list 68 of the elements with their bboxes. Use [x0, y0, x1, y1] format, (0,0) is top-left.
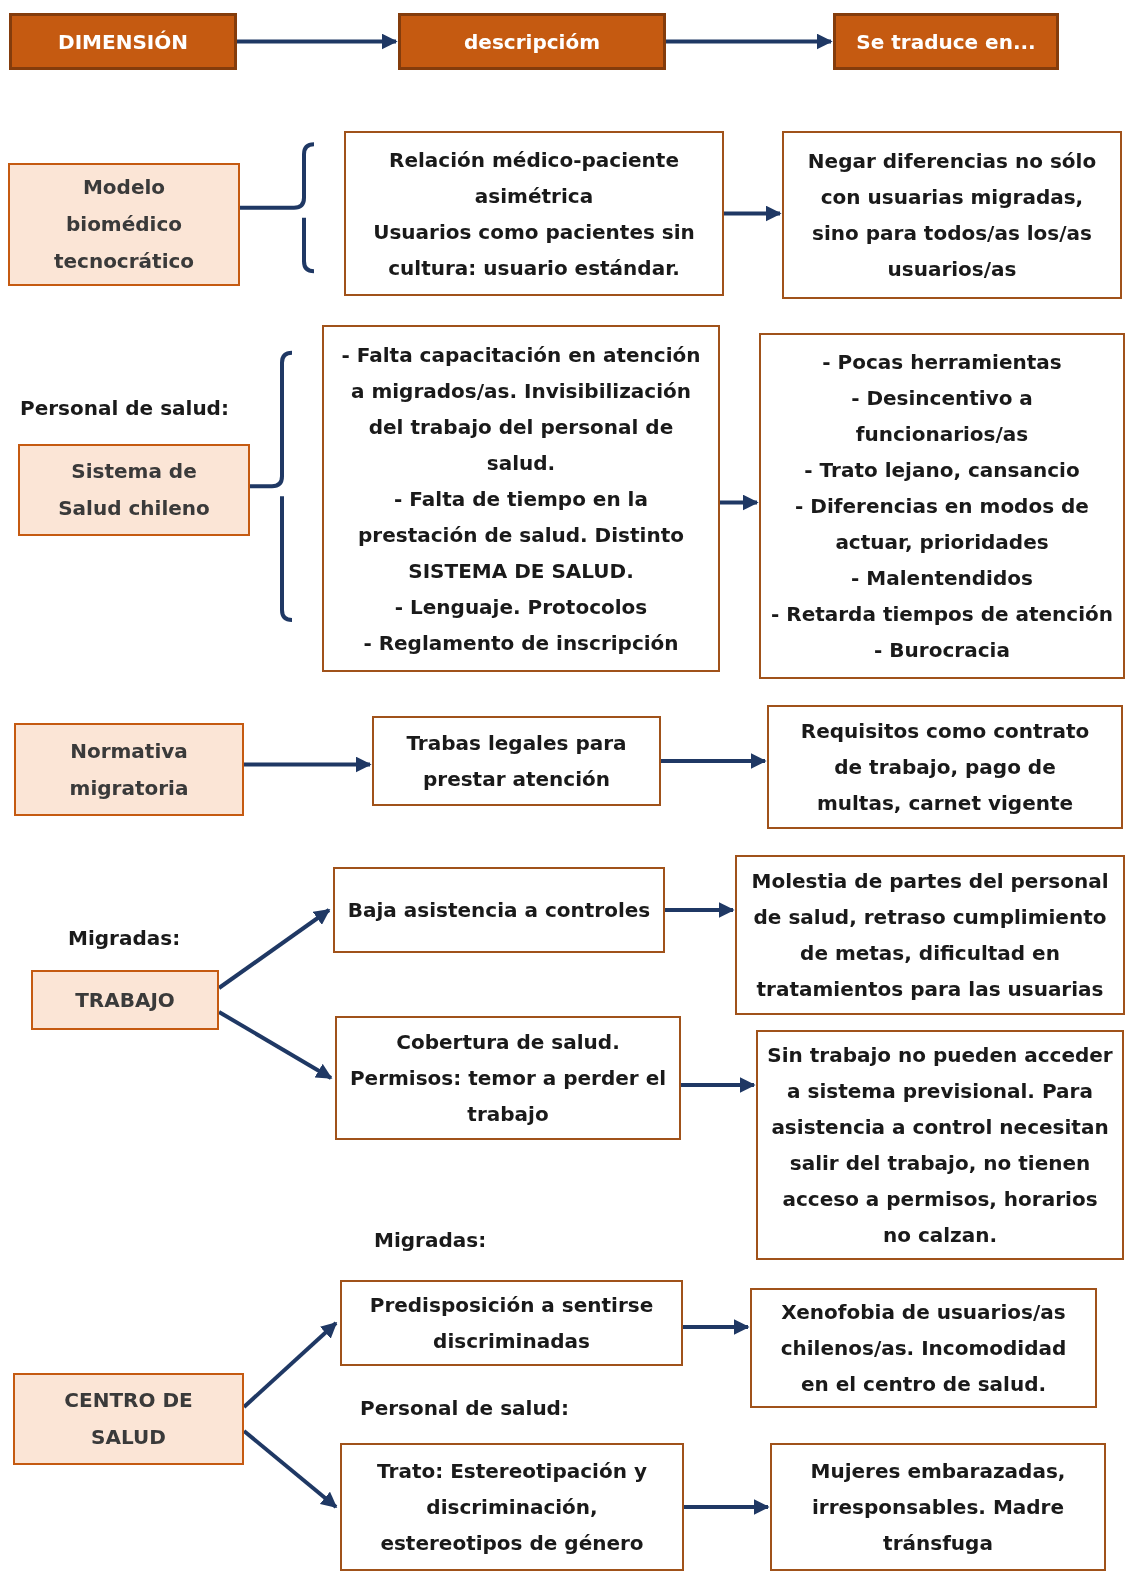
box-text: Baja asistencia a controles: [347, 897, 651, 924]
dimension-box: [8, 163, 240, 286]
arrow: [666, 33, 833, 50]
text-box: [344, 131, 724, 296]
text-box: [333, 867, 665, 953]
box-text: Mujeres embarazadas, irresponsables. Madre tránsfuga: [809, 1458, 1067, 1557]
box-text: descripcióm: [464, 28, 600, 56]
box-text: DIMENSIÓN: [58, 28, 188, 56]
box-text: TRABAJO: [75, 986, 175, 1014]
box-text: - Burocracia: [874, 637, 1010, 664]
text-box: [782, 131, 1122, 299]
arrow: [244, 756, 372, 773]
box-text: - Falta capacitación en atención a migrados/as. Invisibilización del trabajo del personal de salud.: [340, 341, 702, 477]
box-text: - Desincentivo a funcionarios/as: [850, 385, 1034, 448]
box-text: Usuarios como pacientes sin cultura: usuario estándar.: [372, 218, 696, 282]
box-text: Negar diferencias no sólo con usuarias migradas, sino para todos/as los/as usuarios/as: [806, 148, 1098, 283]
box-text: - Reglamento de inscripción: [363, 629, 679, 657]
dimension-box: [18, 444, 250, 536]
side-label: Migradas:: [68, 925, 181, 952]
header-box: [833, 13, 1059, 70]
box-text: - Trato lejano, cansancio: [804, 457, 1080, 484]
arrow: [681, 1077, 756, 1093]
box-text: Modelo biomédico tecnocrático: [52, 174, 196, 275]
arrow: [661, 753, 767, 769]
text-box: [759, 333, 1125, 679]
box-text: - Falta de tiempo en la prestación de salud. Distinto SISTEMA DE SALUD.: [357, 485, 685, 585]
text-box: [322, 325, 720, 672]
box-text: CENTRO DE SALUD: [63, 1387, 194, 1451]
text-box: [335, 1016, 681, 1140]
box-text: - Lenguaje. Protocolos: [394, 593, 648, 621]
header-box: [9, 13, 237, 70]
box-text: Se traduce en...: [856, 28, 1036, 56]
box-text: Normativa migratoria: [68, 737, 190, 802]
text-box: [750, 1288, 1097, 1408]
text-box: [770, 1443, 1106, 1571]
text-box: [767, 705, 1123, 829]
box-text: Trato: Estereotipación y discriminación, estereotipos de género: [376, 1458, 648, 1557]
text-box: [735, 855, 1125, 1015]
text-box: [340, 1443, 684, 1571]
box-text: - Malentendidos: [851, 565, 1033, 592]
arrow: [720, 494, 759, 511]
box-text: Sin trabajo no pueden acceder a sistema previsional. Para asistencia a control necesitan salir del trabajo, no tienen acceso a permisos, horarios no calzan.: [766, 1042, 1114, 1249]
box-text: Sistema de Salud chileno: [57, 458, 211, 522]
dimension-box: [31, 970, 219, 1030]
box-text: Predisposición a sentirse discriminadas: [368, 1292, 655, 1355]
side-label: Migradas:: [374, 1227, 487, 1254]
arrow: [218, 1010, 333, 1080]
box-text: Requisitos como contrato de trabajo, pago de multas, carnet vigente: [799, 718, 1091, 817]
side-label: Personal de salud:: [360, 1395, 569, 1422]
arrow: [683, 1319, 750, 1335]
box-text: Cobertura de salud. Permisos: temor a perder el trabajo: [348, 1029, 668, 1128]
arrow: [237, 33, 398, 50]
header-box: [398, 13, 666, 70]
box-text: - Pocas herramientas: [822, 349, 1062, 376]
dimension-box: [14, 723, 244, 816]
arrow: [665, 902, 735, 918]
box-text: - Diferencias en modos de actuar, prioridades: [794, 493, 1090, 556]
box-text: Molestia de partes del personal de salud, retraso cumplimiento de metas, dificultad en tratamientos para las usuarias: [750, 868, 1110, 1003]
box-text: Xenofobia de usuarios/as chilenos/as. Incomodidad en el centro de salud.: [779, 1299, 1068, 1398]
arrow: [684, 1499, 770, 1515]
text-box: [340, 1280, 683, 1366]
arrow: [724, 205, 782, 222]
dimension-box: [13, 1373, 244, 1465]
box-text: Trabas legales para prestar atención: [405, 730, 628, 793]
side-label: Personal de salud:: [20, 395, 229, 422]
box-text: Relación médico-paciente asimétrica: [388, 146, 680, 210]
text-box: [372, 716, 661, 806]
box-text: - Retarda tiempos de atención: [770, 601, 1114, 628]
